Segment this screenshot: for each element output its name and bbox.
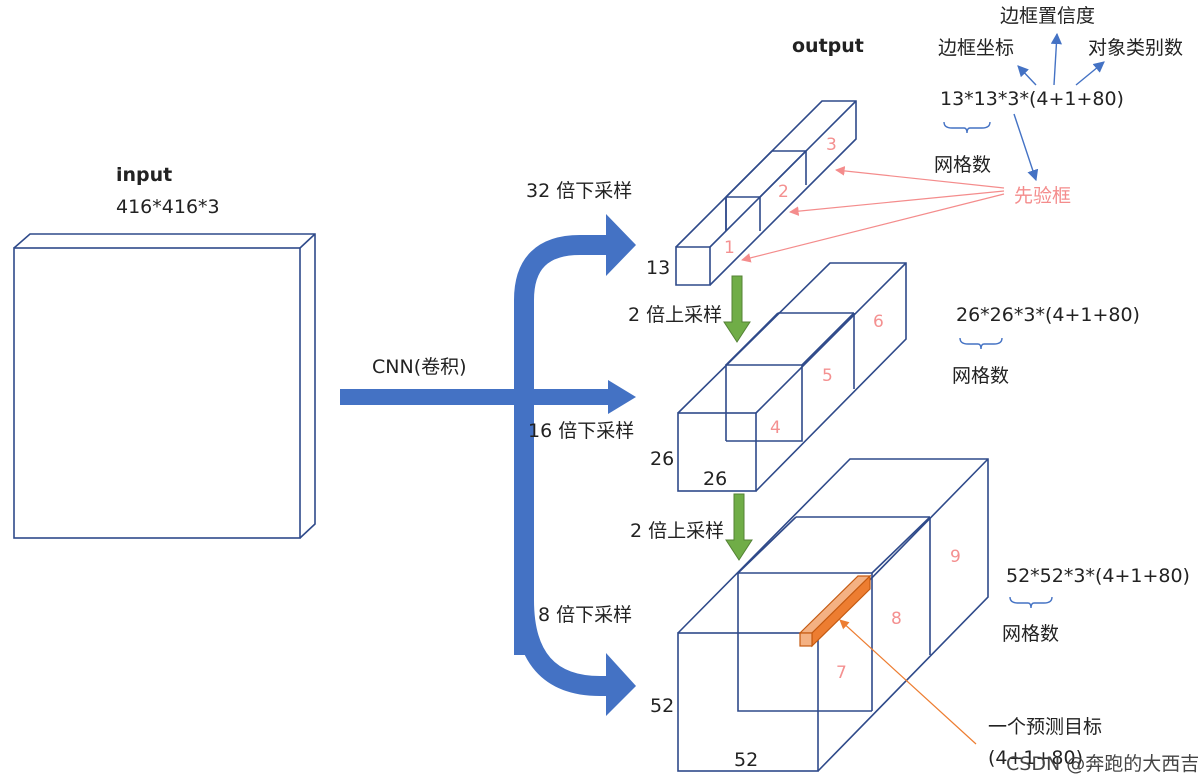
annotation-arrows	[1013, 32, 1105, 182]
anchor-8-label: 8	[891, 609, 902, 629]
formula-52: 52*52*3*(4+1+80)	[1006, 565, 1190, 587]
anchor-dim-arrow-icon	[1013, 113, 1039, 182]
tensor-13	[675, 100, 857, 286]
output-title: output	[792, 35, 864, 57]
anchor-2-label: 2	[778, 182, 789, 202]
grid-52-label: 52	[650, 695, 674, 717]
input-title: input	[116, 164, 172, 186]
coords-arrow-icon	[1017, 65, 1037, 86]
classes-arrow-icon	[1075, 61, 1105, 86]
top-arrow-head-icon	[606, 214, 636, 276]
formula-13: 13*13*3*(4+1+80)	[940, 88, 1124, 110]
anchor-9-label: 9	[950, 547, 961, 567]
anchor-1-label: 1	[724, 238, 735, 258]
pointer-to-2-icon	[789, 190, 1005, 216]
grid-caption-13: 网格数	[934, 154, 991, 176]
target-pointer-arrow-icon	[839, 619, 977, 745]
confidence-arrow-icon	[1050, 32, 1062, 86]
anchor-4-label: 4	[770, 418, 781, 438]
grid-caption-52: 网格数	[1002, 623, 1059, 645]
cnn-arrow-icon	[340, 380, 636, 414]
one-target-dims: (4+1+80)	[988, 747, 1083, 769]
input-size: 416*416*3	[116, 196, 220, 218]
brace-13	[943, 121, 991, 134]
bottom-arrow-head-icon	[606, 653, 636, 716]
upsample-arrow-2-icon	[725, 493, 753, 561]
anchor-7-label: 7	[836, 663, 847, 683]
upsample-label-2: 2 倍上采样	[630, 520, 724, 542]
branch-trunk	[514, 235, 608, 655]
pointer-to-3-icon	[835, 166, 1005, 189]
anchor-5-label: 5	[822, 366, 833, 386]
grid-26-label-2: 26	[703, 468, 727, 490]
one-target-label: 一个预测目标	[988, 716, 1102, 738]
watermark: CSDN @奔跑的大西吉	[1006, 753, 1199, 775]
cnn-label: CNN(卷积)	[372, 356, 467, 378]
flow-arrows	[340, 214, 636, 716]
input-cube	[13, 233, 316, 539]
brace-52	[1009, 596, 1053, 609]
brace-26	[959, 337, 1003, 350]
bbox-coords-label: 边框坐标	[938, 37, 1014, 59]
anchor-3-label: 3	[826, 135, 837, 155]
upsample-label-1: 2 倍上采样	[628, 304, 722, 326]
branch-label-16: 16 倍下采样	[528, 420, 634, 442]
class-count-label: 对象类别数	[1088, 37, 1183, 59]
prediction-target-bar	[798, 574, 872, 648]
anchor-6-label: 6	[873, 312, 884, 332]
anchor-pointer-arrows	[741, 166, 1005, 263]
grid-52-label-2: 52	[734, 749, 758, 771]
upsample-arrow-1-icon	[723, 275, 751, 343]
bbox-confidence-label: 边框置信度	[1000, 5, 1095, 27]
tensor-52	[677, 458, 989, 772]
grid-26-label: 26	[650, 448, 674, 470]
formula-26: 26*26*3*(4+1+80)	[956, 304, 1140, 326]
branch-label-32: 32 倍下采样	[526, 180, 632, 202]
grid-13-label: 13	[646, 257, 670, 279]
tensor-26	[677, 262, 907, 492]
pointer-to-1-icon	[741, 193, 1005, 263]
anchor-box-label: 先验框	[1014, 185, 1071, 207]
grid-caption-26: 网格数	[952, 365, 1009, 387]
branch-bottom	[514, 599, 608, 696]
branch-label-8: 8 倍下采样	[538, 604, 632, 626]
